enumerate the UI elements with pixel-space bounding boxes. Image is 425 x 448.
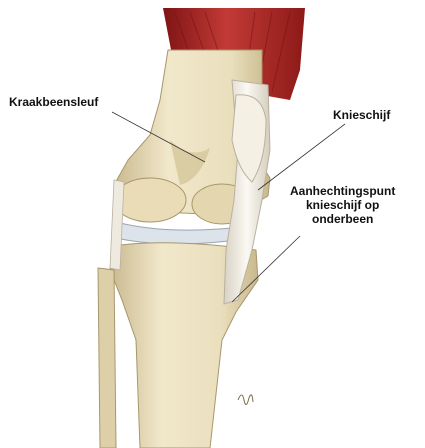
label-attachment-point: Aanhechtingspunt knieschijf op onderbeen — [290, 184, 395, 226]
label-trochlear-groove: Kraakbeensleuf — [9, 95, 98, 109]
fibula — [98, 268, 116, 448]
label-patella: Knieschijf — [333, 108, 390, 122]
artist-signature — [238, 395, 253, 405]
label-attachment-line-1: Aanhechtingspunt — [290, 184, 395, 198]
femoral-condyle-medial — [114, 178, 186, 222]
label-attachment-line-2: knieschijf op — [290, 198, 395, 212]
label-attachment-line-3: onderbeen — [290, 212, 395, 226]
leader-line-patella — [258, 124, 345, 190]
